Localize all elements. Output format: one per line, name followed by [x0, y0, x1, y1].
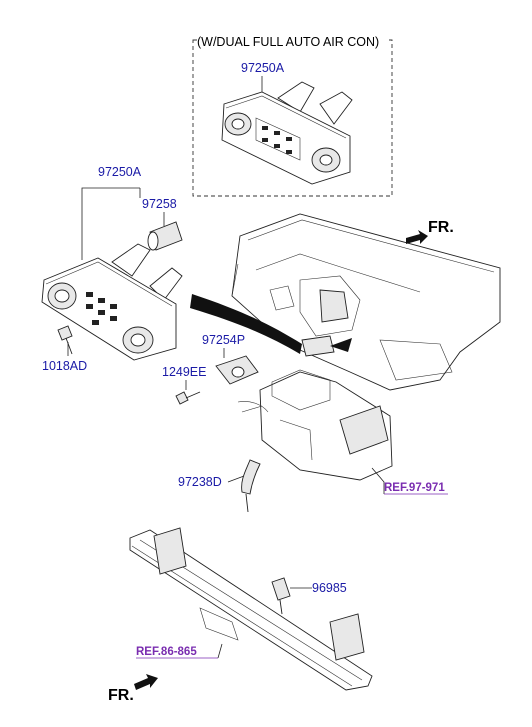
- dashboard-drawing: [231, 213, 501, 391]
- label-96985[interactable]: 96985: [312, 581, 347, 595]
- sensor-drawing: [147, 221, 183, 251]
- label-97254P[interactable]: 97254P: [202, 333, 245, 347]
- front-direction-indicator-top: FR.: [406, 219, 454, 244]
- option-box-title: (W/DUAL FULL AUTO AIR CON): [197, 35, 379, 49]
- screw-1249EE-drawing: [175, 391, 201, 405]
- sensor-96985-drawing: [271, 577, 291, 615]
- screw-1018AD-drawing: [57, 325, 73, 355]
- label-97238D[interactable]: 97238D: [178, 475, 222, 489]
- label-1018AD[interactable]: 1018AD: [42, 359, 87, 373]
- actuator-drawing: [215, 355, 259, 385]
- fr-label-bottom: FR.: [108, 687, 134, 704]
- reference-86-865[interactable]: REF.86-865: [136, 646, 197, 658]
- label-97250A[interactable]: 97250A: [98, 165, 142, 179]
- assembly-arrow-1: [190, 294, 302, 354]
- option-box: (W/DUAL FULL AUTO AIR CON) 97250A: [192, 33, 393, 197]
- assembly-arrow-2: [330, 338, 352, 352]
- reference-97-971[interactable]: REF.97-971: [384, 482, 445, 494]
- front-direction-indicator-bottom: FR.: [108, 674, 158, 704]
- heater-unit-drawing: [237, 369, 393, 513]
- dual-control-panel-drawing: [221, 81, 353, 185]
- label-97258[interactable]: 97258: [142, 197, 177, 211]
- label-1249EE[interactable]: 1249EE: [162, 365, 206, 379]
- fr-label-top: FR.: [428, 219, 454, 236]
- control-panel-group: 97250A 97258: [41, 165, 183, 373]
- control-panel-drawing: [41, 243, 183, 361]
- crossbar-bracket-drawing: [129, 527, 373, 691]
- option-part-number[interactable]: 97250A: [241, 61, 285, 75]
